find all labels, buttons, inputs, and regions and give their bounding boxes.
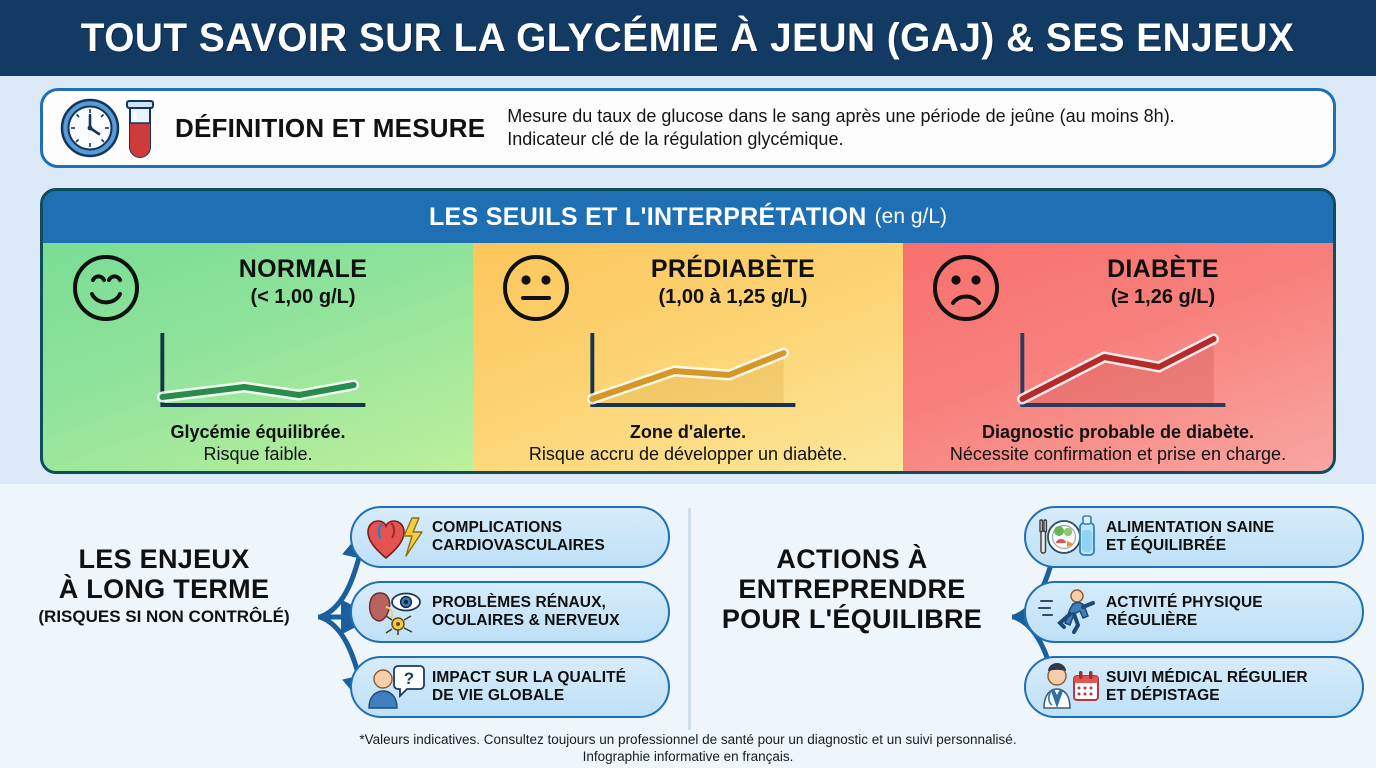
person-question-icon: ? bbox=[364, 662, 426, 712]
band-prediabete-caption: Zone d'alerte. Risque accru de développe… bbox=[483, 422, 893, 465]
footer-line-1: *Valeurs indicatives. Consultez toujours… bbox=[359, 732, 1017, 747]
action-item-medical-followup[interactable]: SUIVI MÉDICAL RÉGULIER ET DÉPISTAGE bbox=[1024, 656, 1364, 718]
band-normale-name: NORMALE bbox=[238, 255, 368, 283]
svg-text:?: ? bbox=[404, 669, 414, 688]
smiling-face-icon bbox=[69, 253, 143, 323]
risks-heading: LES ENJEUX À LONG TERME (RISQUES SI NON … bbox=[14, 544, 314, 627]
clock-icon bbox=[60, 98, 120, 158]
risk-item-renal-ocular-nerve-line-1: PROBLÈMES RÉNAUX, bbox=[432, 594, 606, 612]
actions-column: ACTIONS À ENTREPRENDRE POUR L'ÉQUILIBRE bbox=[688, 484, 1376, 768]
column-divider bbox=[688, 508, 691, 730]
band-normale-range: (< 1,00 g/L) bbox=[250, 286, 356, 308]
band-diabete-headings: DIABÈTE (≥ 1,26 g/L) bbox=[1003, 253, 1323, 309]
risks-heading-sub: (RISQUES SI NON CONTRÔLÉ) bbox=[38, 607, 290, 627]
risk-item-cardiovascular[interactable]: COMPLICATIONS CARDIOVASCULAIRES bbox=[350, 506, 670, 568]
running-person-icon bbox=[1038, 587, 1100, 637]
action-item-healthy-diet[interactable]: ALIMENTATION SAINE ET ÉQUILIBRÉE bbox=[1024, 506, 1364, 568]
band-prediabete: PRÉDIABÈTE (1,00 à 1,25 g/L) Zone d'aler… bbox=[473, 243, 903, 471]
band-prediabete-caption-bold: Zone d'alerte. bbox=[629, 422, 747, 442]
band-normale-headings: NORMALE (< 1,00 g/L) bbox=[143, 253, 463, 309]
band-normale-caption-sub: Risque faible. bbox=[203, 444, 313, 464]
risks-column: LES ENJEUX À LONG TERME (RISQUES SI NON … bbox=[0, 484, 688, 768]
risk-item-renal-ocular-nerve-line-2: OCULAIRES & NERVEUX bbox=[432, 612, 620, 629]
band-normale-top: NORMALE (< 1,00 g/L) bbox=[53, 253, 463, 323]
band-prediabete-chart bbox=[586, 333, 796, 407]
page-title: TOUT SAVOIR SUR LA GLYCÉMIE À JEUN (GAJ)… bbox=[81, 15, 1295, 60]
definition-text: Mesure du taux de glucose dans le sang a… bbox=[507, 105, 1174, 152]
risk-item-quality-of-life-line-1: IMPACT SUR LA QUALITÉ bbox=[432, 669, 627, 687]
header-banner: TOUT SAVOIR SUR LA GLYCÉMIE À JEUN (GAJ)… bbox=[0, 0, 1376, 76]
band-diabete-chart bbox=[1016, 333, 1226, 407]
definition-line-1: Mesure du taux de glucose dans le sang a… bbox=[507, 105, 1175, 126]
risk-item-renal-ocular-nerve-label: PROBLÈMES RÉNAUX, OCULAIRES & NERVEUX bbox=[432, 594, 620, 630]
footer-line-2: Infographie informative en français. bbox=[582, 749, 794, 765]
band-normale: NORMALE (< 1,00 g/L) Glycémie équilibrée… bbox=[43, 243, 473, 471]
actions-heading: ACTIONS À ENTREPRENDRE POUR L'ÉQUILIBRE bbox=[696, 544, 1008, 635]
action-item-medical-followup-line-2: ET DÉPISTAGE bbox=[1106, 687, 1220, 704]
band-diabete-caption-sub: Nécessite confirmation et prise en charg… bbox=[949, 444, 1287, 464]
band-diabete-caption: Diagnostic probable de diabète. Nécessit… bbox=[913, 422, 1323, 465]
sad-face-icon bbox=[929, 253, 1003, 323]
action-item-physical-activity-line-1: ACTIVITÉ PHYSIQUE bbox=[1106, 594, 1263, 612]
band-prediabete-headings: PRÉDIABÈTE (1,00 à 1,25 g/L) bbox=[573, 253, 893, 309]
band-prediabete-top: PRÉDIABÈTE (1,00 à 1,25 g/L) bbox=[483, 253, 893, 323]
risk-item-quality-of-life-label: IMPACT SUR LA QUALITÉ DE VIE GLOBALE bbox=[432, 669, 626, 705]
band-normale-caption: Glycémie équilibrée. Risque faible. bbox=[53, 422, 463, 465]
risk-item-cardiovascular-line-1: COMPLICATIONS bbox=[432, 519, 563, 537]
risks-heading-line-1: LES ENJEUX bbox=[78, 544, 250, 574]
healthy-plate-water-icon bbox=[1038, 512, 1100, 562]
band-diabete-caption-bold: Diagnostic probable de diabète. bbox=[981, 422, 1255, 442]
risk-item-cardiovascular-line-2: CARDIOVASCULAIRES bbox=[432, 537, 605, 554]
thresholds-title: LES SEUILS ET L'INTERPRÉTATION bbox=[428, 202, 867, 231]
action-item-physical-activity-label: ACTIVITÉ PHYSIQUE RÉGULIÈRE bbox=[1106, 594, 1263, 630]
actions-heading-line-3: POUR L'ÉQUILIBRE bbox=[721, 604, 983, 635]
actions-heading-line-1: ACTIONS À bbox=[776, 544, 928, 574]
risk-item-quality-of-life-line-2: DE VIE GLOBALE bbox=[432, 687, 565, 704]
heart-lightning-icon bbox=[364, 512, 426, 562]
band-prediabete-caption-sub: Risque accru de développer un diabète. bbox=[528, 444, 848, 464]
thresholds-header: LES SEUILS ET L'INTERPRÉTATION (en g/L) bbox=[43, 191, 1333, 243]
action-item-medical-followup-line-1: SUIVI MÉDICAL RÉGULIER bbox=[1106, 669, 1308, 687]
definition-icons bbox=[57, 97, 169, 159]
actions-pill-list: ALIMENTATION SAINE ET ÉQUILIBRÉE bbox=[1024, 506, 1364, 718]
band-diabete-top: DIABÈTE (≥ 1,26 g/L) bbox=[913, 253, 1323, 323]
kidney-eye-nerve-icon bbox=[364, 587, 426, 637]
risks-heading-line-2: À LONG TERME bbox=[58, 574, 270, 605]
risk-item-renal-ocular-nerve[interactable]: PROBLÈMES RÉNAUX, OCULAIRES & NERVEUX bbox=[350, 581, 670, 643]
band-normale-caption-bold: Glycémie équilibrée. bbox=[170, 422, 346, 442]
action-item-healthy-diet-line-2: ET ÉQUILIBRÉE bbox=[1106, 537, 1227, 554]
action-item-healthy-diet-line-1: ALIMENTATION SAINE bbox=[1106, 519, 1275, 537]
band-diabete-name: DIABÈTE bbox=[1107, 255, 1219, 283]
risk-item-cardiovascular-label: COMPLICATIONS CARDIOVASCULAIRES bbox=[432, 519, 605, 555]
action-item-medical-followup-label: SUIVI MÉDICAL RÉGULIER ET DÉPISTAGE bbox=[1106, 669, 1308, 705]
threshold-bands: NORMALE (< 1,00 g/L) Glycémie équilibrée… bbox=[43, 243, 1333, 471]
footer-disclaimer: *Valeurs indicatives. Consultez toujours… bbox=[0, 731, 1376, 766]
action-item-physical-activity[interactable]: ACTIVITÉ PHYSIQUE RÉGULIÈRE bbox=[1024, 581, 1364, 643]
actions-heading-line-2: ENTREPRENDRE bbox=[738, 574, 966, 605]
action-item-healthy-diet-label: ALIMENTATION SAINE ET ÉQUILIBRÉE bbox=[1106, 519, 1274, 555]
action-item-physical-activity-line-2: RÉGULIÈRE bbox=[1106, 612, 1198, 629]
risks-pill-list: COMPLICATIONS CARDIOVASCULAIRES bbox=[350, 506, 670, 718]
band-prediabete-name: PRÉDIABÈTE bbox=[650, 255, 816, 283]
definition-title: DÉFINITION ET MESURE bbox=[175, 112, 486, 143]
risk-item-quality-of-life[interactable]: ? IMPACT SUR LA QUALITÉ DE VIE GLOBALE bbox=[350, 656, 670, 718]
band-diabete: DIABÈTE (≥ 1,26 g/L) Diagnostic probable… bbox=[903, 243, 1333, 471]
bottom-section: LES ENJEUX À LONG TERME (RISQUES SI NON … bbox=[0, 484, 1376, 768]
band-normale-chart bbox=[156, 333, 366, 407]
band-diabete-range: (≥ 1,26 g/L) bbox=[1110, 286, 1216, 308]
blood-test-tube-icon bbox=[126, 100, 154, 158]
neutral-face-icon bbox=[499, 253, 573, 323]
definition-card: DÉFINITION ET MESURE Mesure du taux de g… bbox=[40, 88, 1336, 168]
band-prediabete-range: (1,00 à 1,25 g/L) bbox=[658, 286, 808, 308]
thresholds-unit: (en g/L) bbox=[874, 205, 948, 228]
doctor-calendar-icon bbox=[1038, 662, 1100, 712]
thresholds-panel: LES SEUILS ET L'INTERPRÉTATION (en g/L) bbox=[40, 188, 1336, 474]
definition-line-2: Indicateur clé de la régulation glycémiq… bbox=[507, 129, 844, 149]
